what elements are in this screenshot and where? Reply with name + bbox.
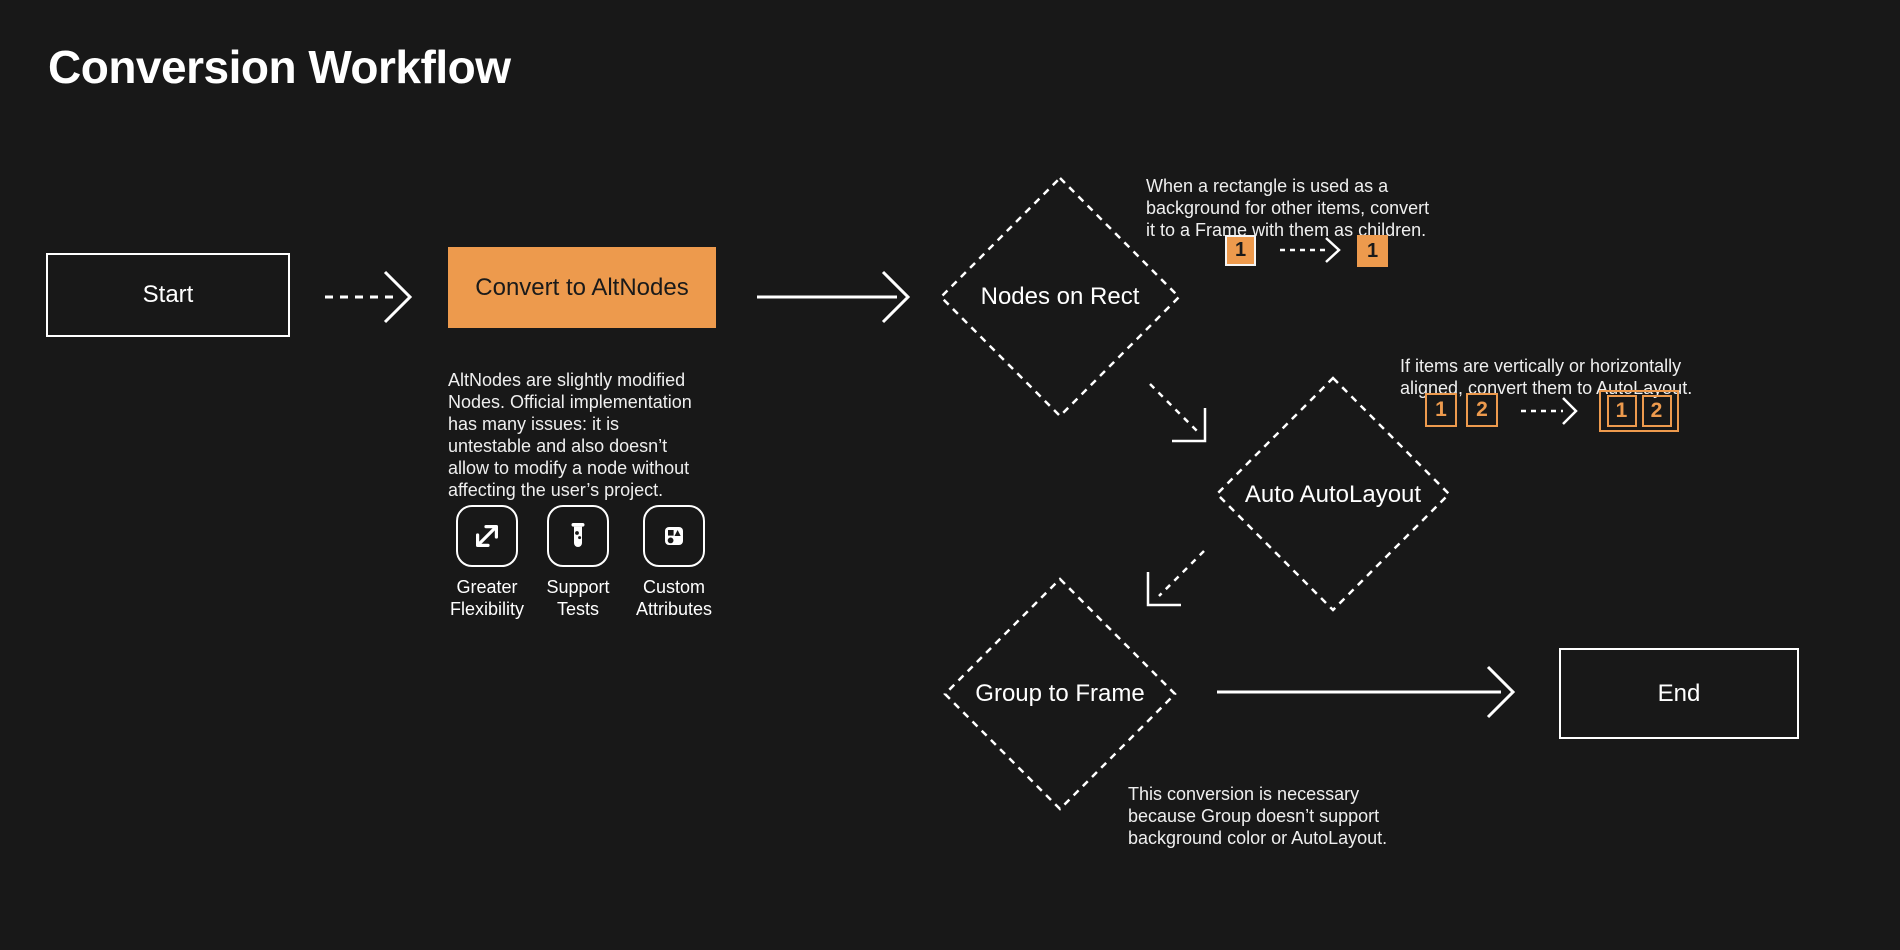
arrowhead-convert-to-nodes-on-rect	[881, 270, 911, 324]
feature-greater-flexibility: Greater Flexibility	[432, 505, 542, 620]
flow-node-group-to-frame-label: Group to Frame	[975, 680, 1145, 707]
group-conversion-note: This conversion is necessary because Gro…	[1128, 784, 1388, 848]
feature-label: Greater Flexibility	[449, 577, 524, 619]
rect-demo-source-chip: 1	[1225, 235, 1256, 266]
feature-label: Custom Attributes	[635, 577, 713, 619]
expand-diagonal-icon	[456, 505, 518, 567]
arrowhead-start-to-convert	[383, 270, 413, 324]
autolayout-demo-item1-chip: 1	[1425, 393, 1457, 427]
flow-node-start: Start	[46, 253, 290, 337]
feature-label: Support Tests	[546, 577, 610, 619]
flow-node-auto-autolayout-label: Auto AutoLayout	[1244, 481, 1422, 508]
altnodes-description: AltNodes are slightly modified Nodes. Of…	[448, 370, 692, 500]
diamond-auto-autolayout	[1215, 376, 1451, 612]
diamond-nodes-on-rect	[939, 176, 1181, 418]
feature-custom-attributes: Custom Attributes	[619, 505, 729, 620]
diamond-group-to-frame	[943, 577, 1177, 811]
test-tube-icon	[547, 505, 609, 567]
flow-node-convert-to-altnodes: Convert to AltNodes	[448, 247, 716, 328]
rect-demo-result-chip: 1	[1357, 235, 1388, 267]
arrowhead-auto-to-group	[1146, 572, 1181, 607]
arrow-auto-to-group	[1158, 550, 1205, 597]
arrowhead-autolayout-demo	[1562, 397, 1578, 425]
arrowhead-nodes-to-auto	[1172, 408, 1207, 443]
autolayout-demo-result-group: 1 2	[1599, 390, 1679, 432]
flow-node-end-label: End	[1657, 679, 1701, 707]
arrow-nodes-to-auto	[1149, 383, 1200, 434]
feature-support-tests: Support Tests	[523, 505, 633, 620]
arrowhead-rect-demo	[1325, 237, 1341, 263]
page-title: Conversion Workflow	[48, 41, 511, 93]
flow-node-nodes-on-rect-label: Nodes on Rect	[980, 283, 1140, 310]
flow-node-start-label: Start	[142, 281, 194, 308]
autolayout-demo-result2-chip: 2	[1641, 395, 1672, 427]
flow-node-convert-label: Convert to AltNodes	[475, 273, 689, 301]
rect-conversion-note: When a rectangle is used as a background…	[1146, 176, 1430, 240]
flow-node-end: End	[1559, 648, 1799, 739]
arrowhead-group-to-end	[1486, 665, 1516, 719]
autolayout-demo-item2-chip: 2	[1466, 393, 1498, 427]
autolayout-demo-result1-chip: 1	[1606, 395, 1637, 427]
shapes-icon	[643, 505, 705, 567]
